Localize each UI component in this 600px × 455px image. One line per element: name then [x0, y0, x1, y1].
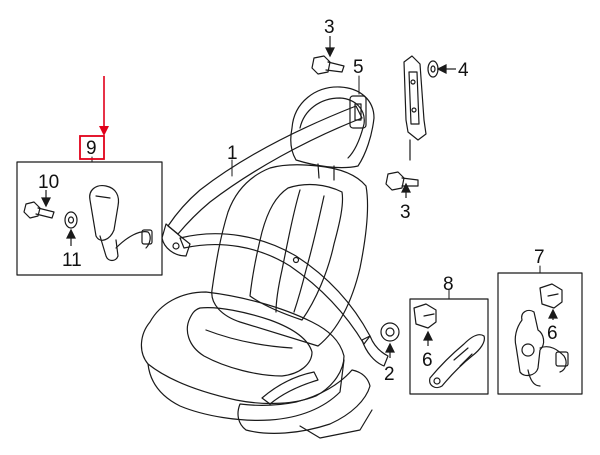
- highlight-part-9: [79, 76, 109, 160]
- seat-cushion-seam: [205, 329, 293, 349]
- arrows: [41, 36, 558, 358]
- seat-base: [147, 359, 345, 421]
- callout-9: 9: [86, 138, 97, 159]
- height-adjuster: [349, 95, 367, 129]
- bolt-10: [23, 201, 55, 219]
- buckle-connector: [141, 229, 153, 245]
- washer-4: [427, 60, 439, 78]
- clip-6-tab: [547, 293, 559, 297]
- bracket-detail: [453, 347, 473, 367]
- callout-labels: 1 2 3 3 4 5 6 6 7 8 9 10 11: [38, 17, 558, 385]
- bolt-top: [311, 55, 345, 75]
- callout-7: 7: [534, 247, 545, 268]
- seat-illustration: [140, 86, 375, 439]
- recliner-lever: [261, 371, 319, 405]
- highlight-box-9: [79, 135, 105, 160]
- callout-5: 5: [353, 57, 364, 78]
- bolt-shank: [35, 207, 55, 219]
- bolt-head: [311, 55, 331, 75]
- pillar-hole-1: [410, 79, 416, 85]
- arrow-3-mid-head: [401, 182, 411, 193]
- callout-3-top: 3: [324, 17, 335, 38]
- washer-inner: [430, 65, 436, 73]
- sensor-body: [514, 309, 545, 377]
- seat-cushion-inner: [186, 307, 313, 377]
- bolt-head: [23, 201, 41, 219]
- headrest: [290, 86, 375, 169]
- lower-anchor: [361, 335, 389, 367]
- arrow-6-box8-head: [423, 330, 433, 341]
- callout-8: 8: [443, 274, 454, 295]
- clip-6: [413, 303, 437, 329]
- buckle-assembly: [89, 185, 153, 262]
- sensor-eye: [521, 343, 535, 357]
- detail-box-buckle: [16, 161, 163, 276]
- arrow-2-head: [385, 342, 395, 353]
- washer-outer: [427, 60, 439, 78]
- bolt-head: [385, 171, 405, 191]
- arrow-10-head: [41, 197, 51, 208]
- sensor-wire-2: [527, 369, 541, 387]
- headrest-inner: [299, 97, 365, 159]
- pillar-track-body: [403, 55, 427, 141]
- seat-back-outer: [211, 164, 369, 347]
- sensor-connector: [555, 351, 569, 367]
- buckle-wire: [115, 231, 151, 249]
- pillar-hole-2: [411, 107, 417, 113]
- callout-3-mid: 3: [400, 202, 411, 223]
- washer-outer: [380, 322, 400, 342]
- sensor-bracket-8: [413, 303, 485, 389]
- seat-back-seam: [275, 189, 301, 313]
- adjuster-slider: [349, 95, 367, 129]
- seat-side-shield: [237, 369, 371, 434]
- lap-belt: [179, 233, 371, 345]
- highlight-arrow-head: [99, 126, 109, 136]
- pretensioner-7: [514, 283, 569, 387]
- callout-1: 1: [227, 143, 238, 164]
- washer-11: [64, 211, 78, 229]
- detail-box-8: [409, 298, 489, 395]
- washer-inner: [385, 327, 395, 337]
- pillar-track-inner: [408, 71, 420, 125]
- buckle-body: [89, 185, 120, 241]
- callout-6-box7: 6: [547, 323, 558, 344]
- callout-6-box8: 6: [422, 350, 433, 371]
- seat-belt-webbing: [161, 105, 389, 367]
- arrow-6-box7-head: [548, 308, 558, 319]
- seat-cushion-outer: [140, 291, 345, 405]
- arrow-11-head: [66, 228, 76, 239]
- callout-10: 10: [38, 172, 59, 193]
- bracket-arm: [429, 334, 485, 389]
- belt-anchor-bracket: [161, 223, 191, 257]
- anchor-bolt: [172, 242, 180, 250]
- buckle-slot: [95, 195, 111, 199]
- sensor-wire: [539, 346, 567, 373]
- washer-outer: [64, 211, 78, 229]
- bolt-shank: [325, 61, 345, 73]
- clip-6-tab: [423, 313, 435, 317]
- callout-11: 11: [62, 250, 82, 271]
- washer-inner: [67, 216, 75, 224]
- seat-back-bolster: [249, 183, 344, 321]
- callout-4: 4: [458, 60, 469, 81]
- bracket-hole: [433, 377, 441, 385]
- bolt-shank: [401, 177, 419, 187]
- washer-2: [380, 322, 400, 342]
- arrow-4-head: [436, 64, 447, 74]
- bolt-mid: [385, 171, 419, 191]
- arrow-3-top-head: [325, 47, 335, 58]
- pillar-track: [403, 55, 427, 161]
- seat-back-seam-2: [293, 195, 325, 313]
- adjuster-slot: [354, 103, 362, 121]
- buckle-strap: [99, 235, 119, 262]
- seat-track: [299, 409, 373, 439]
- belt-guide-rivet: [292, 256, 300, 264]
- clip-6: [539, 283, 563, 309]
- callout-2: 2: [384, 364, 395, 385]
- leader-lines: [91, 75, 541, 300]
